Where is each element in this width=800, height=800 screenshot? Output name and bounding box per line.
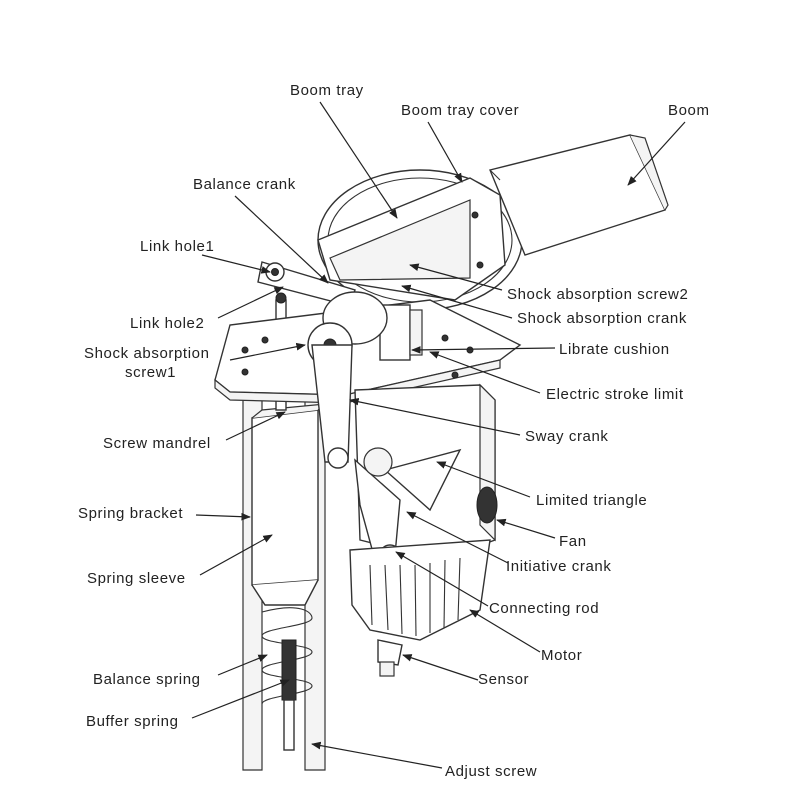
label-adjust-screw: Adjust screw — [445, 763, 537, 780]
label-boom-tray-cover: Boom tray cover — [401, 102, 519, 119]
label-balance-crank: Balance crank — [193, 176, 296, 193]
leader-shock-absorption-screw2 — [409, 263, 503, 291]
boom-shape — [489, 134, 669, 256]
label-limited-triangle: Limited triangle — [536, 492, 647, 509]
spring-sleeve-shape — [251, 403, 327, 606]
label-link-hole2: Link hole2 — [130, 315, 204, 332]
label-electric-stroke-limit: Electric stroke limit — [546, 386, 684, 403]
leader-screw-mandrel — [225, 411, 286, 441]
base-plate-shape — [214, 299, 522, 404]
label-link-hole1: Link hole1 — [140, 238, 214, 255]
leader-boom-tray — [319, 101, 398, 219]
leader-motor — [469, 609, 541, 653]
leader-balance-spring — [217, 654, 268, 676]
label-shock-absorption-screw1-line2: screw1 — [125, 364, 176, 381]
mechanism-drawing — [214, 134, 669, 771]
label-boom-tray: Boom tray — [290, 82, 364, 99]
leader-limited-triangle — [436, 461, 531, 498]
label-boom: Boom — [668, 102, 710, 119]
label-screw-mandrel: Screw mandrel — [103, 435, 211, 452]
label-motor: Motor — [541, 647, 582, 664]
leader-sensor — [402, 654, 479, 681]
leader-spring-bracket — [195, 512, 251, 521]
leader-shock-absorption-screw1 — [229, 342, 306, 361]
label-balance-spring: Balance spring — [93, 671, 201, 688]
label-shock-absorption-screw1: Shock absorption — [84, 345, 210, 362]
label-spring-bracket: Spring bracket — [78, 505, 183, 522]
label-sway-crank: Sway crank — [525, 428, 609, 445]
label-shock-absorption-crank: Shock absorption crank — [517, 310, 687, 327]
buffer-spring-shape — [281, 639, 297, 751]
label-fan: Fan — [559, 533, 587, 550]
leader-boom — [627, 121, 686, 186]
fan-shape — [476, 486, 498, 524]
labels: Boom tray Boom tray cover Boom Balance c… — [78, 82, 710, 780]
leader-shock-absorption-crank — [401, 284, 513, 319]
leader-link-hole2 — [217, 286, 284, 319]
leader-fan — [496, 518, 556, 539]
leader-boom-tray-cover — [427, 121, 463, 183]
sway-crank-shape — [311, 344, 353, 469]
motor-shape — [349, 539, 491, 641]
leader-balance-crank — [234, 195, 329, 284]
sensor-shape — [377, 639, 403, 677]
leader-sway-crank — [349, 397, 521, 436]
label-initiative-crank: Initiative crank — [506, 558, 611, 575]
label-connecting-rod: Connecting rod — [489, 600, 599, 617]
balance-spring-shape — [261, 607, 313, 705]
label-buffer-spring: Buffer spring — [86, 713, 179, 730]
leader-lines — [191, 101, 686, 769]
leader-spring-sleeve — [199, 534, 273, 576]
leader-initiative-crank — [406, 511, 509, 564]
label-spring-sleeve: Spring sleeve — [87, 570, 186, 587]
label-sensor: Sensor — [478, 671, 529, 688]
label-shock-absorption-screw2: Shock absorption screw2 — [507, 286, 688, 303]
leader-buffer-spring — [191, 679, 290, 719]
leader-link-hole1 — [201, 254, 271, 274]
leader-librate-cushion — [411, 346, 556, 354]
leader-connecting-rod — [395, 551, 489, 607]
label-librate-cushion: Librate cushion — [559, 341, 670, 358]
boom-tray-cover-shape — [317, 177, 506, 301]
leader-adjust-screw — [311, 741, 443, 769]
leader-electric-stroke-limit — [429, 351, 541, 394]
